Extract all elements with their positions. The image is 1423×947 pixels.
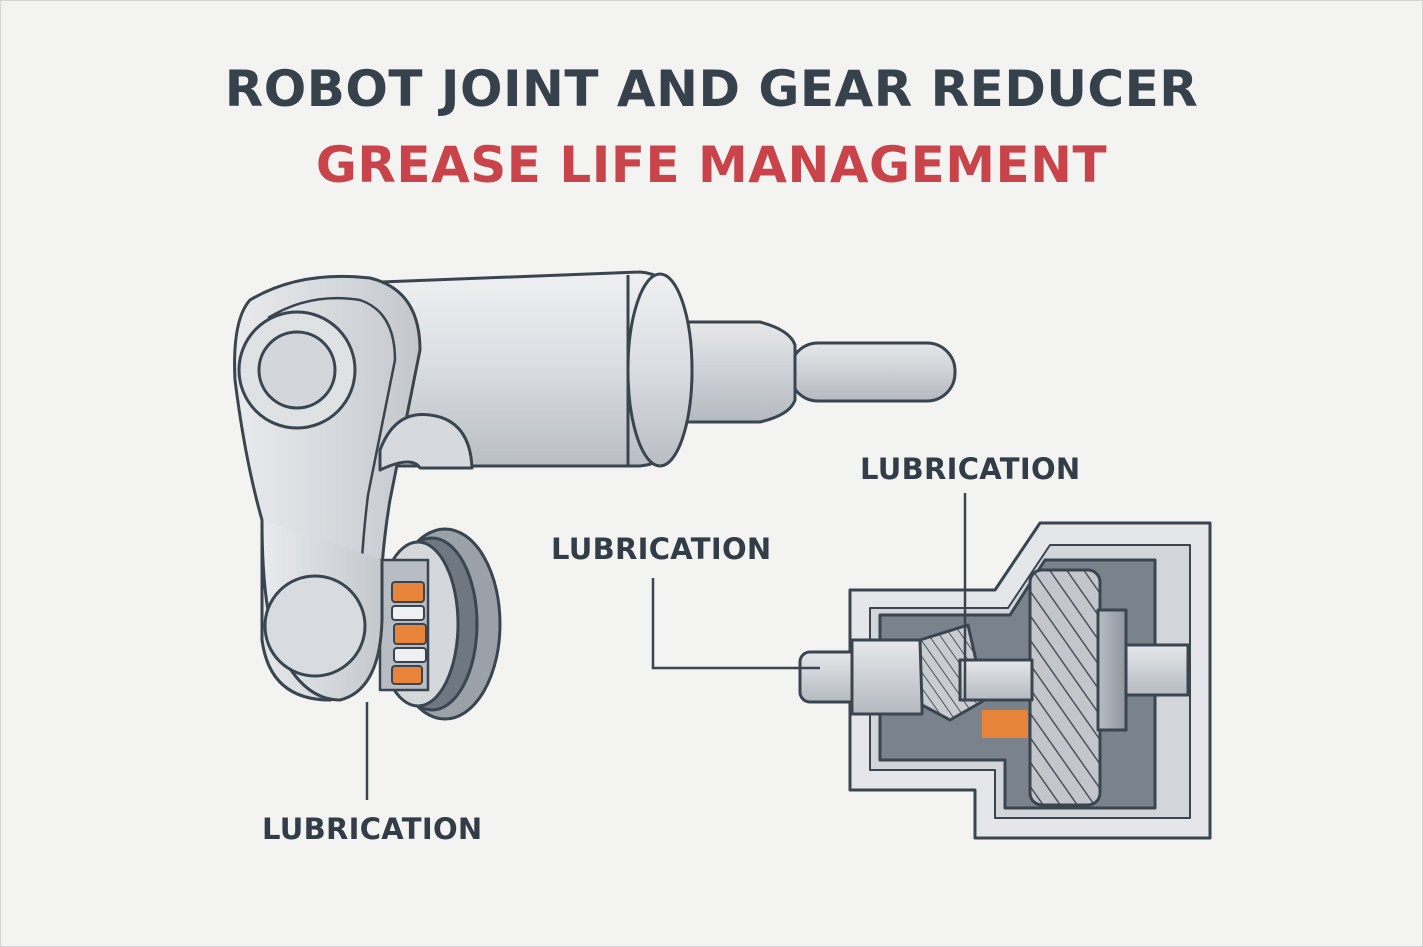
joint-output-shaft [788, 341, 957, 403]
callout-label-joint-bearing: LUBRICATION [262, 812, 483, 846]
roller-4 [393, 647, 427, 663]
reducer-input-collar [850, 638, 924, 716]
joint-collar [678, 320, 797, 424]
grease-spot [982, 710, 1028, 738]
joint-cylinder-end [626, 272, 694, 468]
gear-reducer [798, 521, 1212, 840]
callout-leaders [365, 493, 967, 800]
grease-roller-1 [391, 581, 425, 603]
reducer-gear-hub [1096, 608, 1128, 732]
grease-roller-5 [391, 665, 423, 685]
reducer-intermediate-shaft [958, 658, 1034, 702]
title-line-1: ROBOT JOINT AND GEAR REDUCER [224, 60, 1199, 118]
joint-upper-pivot [257, 330, 337, 410]
robot-joint [233, 270, 957, 721]
reducer-output-shaft [1118, 643, 1190, 697]
callout-label-reducer-gear: LUBRICATION [860, 452, 1081, 486]
leader-reducer-input [651, 578, 820, 670]
joint-lower-pivot [263, 574, 367, 678]
reducer-bull-gear [1028, 568, 1102, 807]
joint-bracket [378, 412, 474, 472]
callout-label-reducer-input: LUBRICATION [551, 532, 772, 566]
grease-roller-3 [393, 623, 427, 645]
roller-2 [391, 605, 425, 621]
title-line-2: GREASE LIFE MANAGEMENT [315, 136, 1108, 194]
